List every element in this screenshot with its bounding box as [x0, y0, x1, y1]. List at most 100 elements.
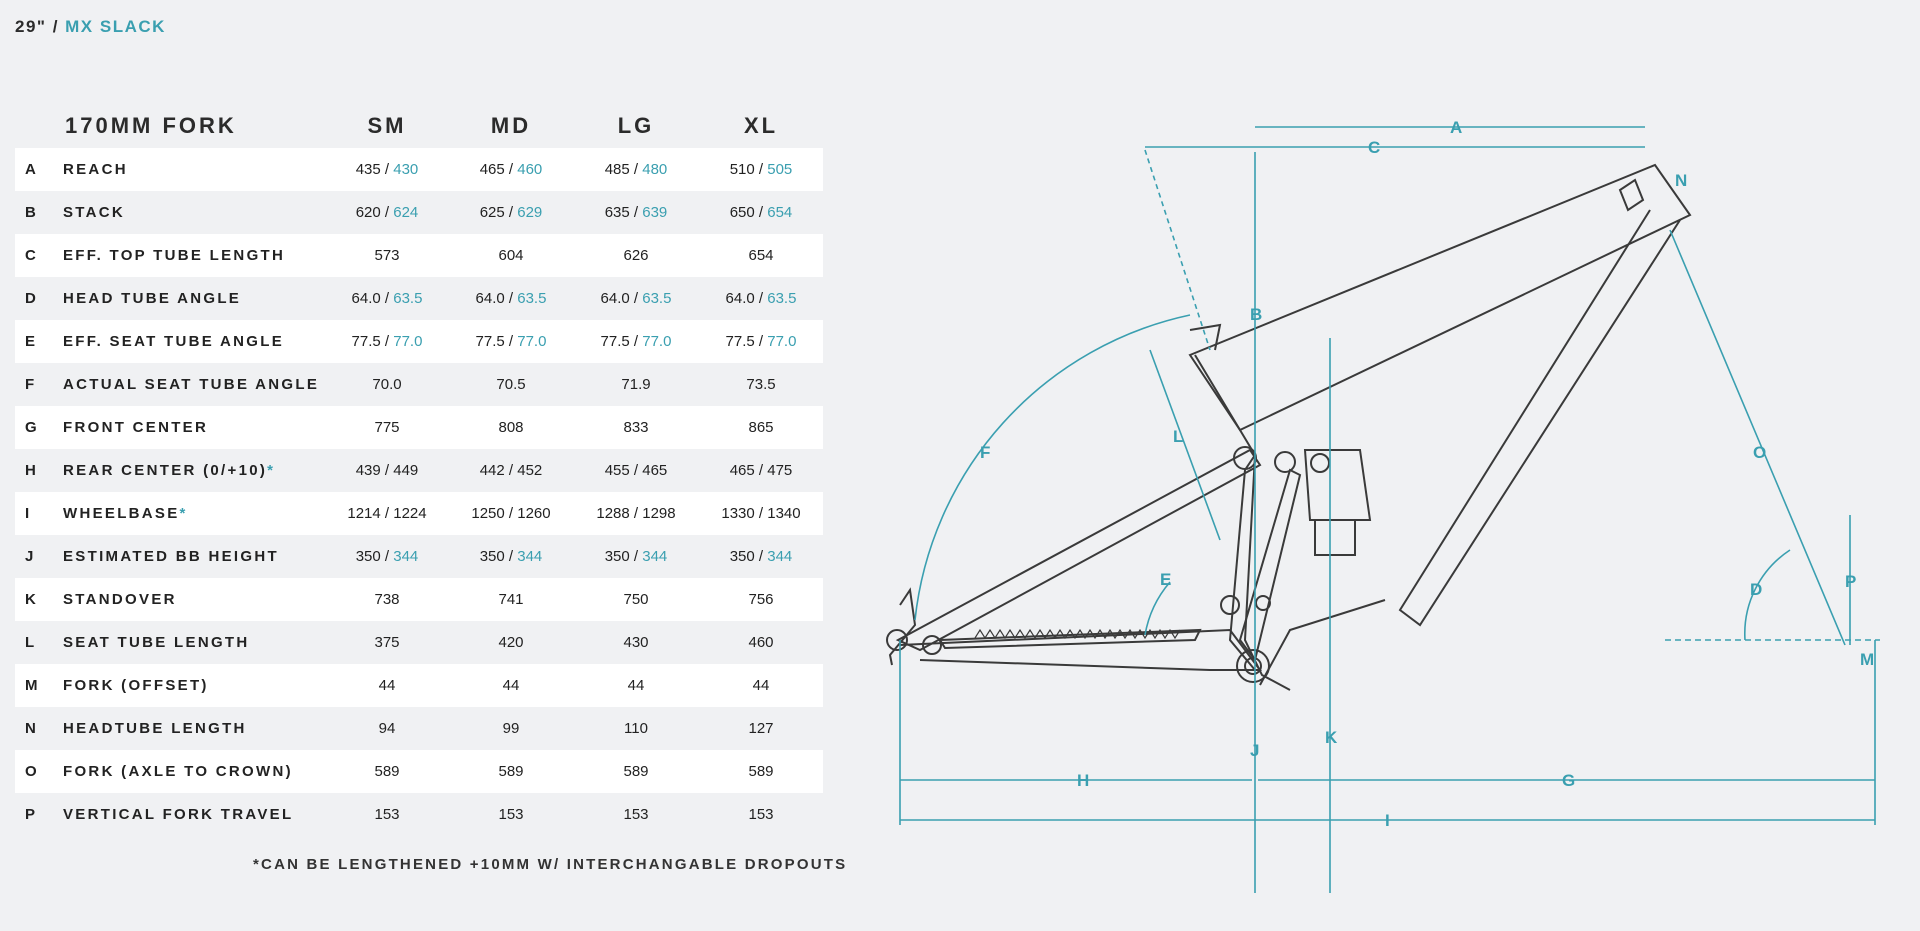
value-primary: 654 [748, 247, 774, 264]
size-value-cell: 1288 / 1298 [573, 492, 699, 535]
value-primary: 808 [498, 419, 524, 436]
dimension-labels: A B C D E F G H I J K L M N O P [980, 118, 1874, 830]
header-spacer [15, 104, 63, 148]
row-label-text: ESTIMATED BB HEIGHT [63, 548, 279, 565]
value-primary: 99 [502, 720, 520, 737]
row-label: HEAD TUBE ANGLE [63, 277, 325, 320]
value-primary: 1330 / 1340 [721, 505, 801, 522]
value-primary: 44 [752, 677, 770, 694]
value-primary: 70.0 [372, 376, 402, 393]
value-primary: 350 / [355, 548, 394, 565]
size-value-cell: 589 [699, 750, 823, 793]
value-primary: 64.0 / [475, 290, 518, 307]
value-alternate: 77.0 [642, 333, 672, 350]
size-value-cell: 153 [699, 793, 823, 836]
row-label-text: REAR CENTER (0/+10) [63, 462, 268, 479]
row-letter: J [25, 548, 34, 565]
value-primary: 94 [378, 720, 396, 737]
size-value-cell: 153 [573, 793, 699, 836]
dimension-label-o: O [1753, 443, 1766, 462]
value-primary: 589 [748, 763, 774, 780]
row-letter: L [25, 634, 35, 651]
size-value-cell: 650 / 654 [699, 191, 823, 234]
value-primary: 589 [374, 763, 400, 780]
size-value-cell: 110 [573, 707, 699, 750]
row-letter: E [15, 320, 63, 363]
value-primary: 604 [498, 247, 524, 264]
size-value-cell: 430 [573, 621, 699, 664]
value-primary: 64.0 / [600, 290, 643, 307]
value-primary: 635 / [604, 204, 643, 221]
value-primary: 77.5 / [725, 333, 768, 350]
value-primary: 77.5 / [475, 333, 518, 350]
row-label: ESTIMATED BB HEIGHT [63, 535, 325, 578]
value-primary: 127 [748, 720, 774, 737]
row-label: EFF. TOP TUBE LENGTH [63, 234, 325, 277]
size-value-cell: 350 / 344 [449, 535, 573, 578]
value-primary: 153 [374, 806, 400, 823]
table-header-row: 170MM FORK SM MD LG XL [15, 104, 823, 148]
value-primary: 44 [378, 677, 396, 694]
size-value-cell: 604 [449, 234, 573, 277]
row-label-text: EFF. TOP TUBE LENGTH [63, 247, 286, 264]
value-primary: 865 [748, 419, 774, 436]
value-alternate: 63.5 [393, 290, 423, 307]
row-label-text: FORK (AXLE TO CROWN) [63, 763, 293, 780]
value-alternate: 63.5 [642, 290, 672, 307]
size-value-cell: 44 [573, 664, 699, 707]
size-value-cell: 44 [325, 664, 449, 707]
value-primary: 1250 / 1260 [471, 505, 551, 522]
value-primary: 350 / [604, 548, 643, 565]
value-primary: 741 [498, 591, 524, 608]
size-value-cell: 70.5 [449, 363, 573, 406]
size-value-cell: 635 / 639 [573, 191, 699, 234]
size-header: XL [743, 113, 779, 138]
size-value-cell: 73.5 [699, 363, 823, 406]
dimension-label-i: I [1385, 811, 1390, 830]
value-primary: 460 [748, 634, 774, 651]
size-value-cell: 442 / 452 [449, 449, 573, 492]
size-value-cell: 99 [449, 707, 573, 750]
value-primary: 465 / [479, 161, 518, 178]
value-primary: 1214 / 1224 [347, 505, 427, 522]
value-primary: 465 / 475 [729, 462, 793, 479]
dimension-label-h: H [1077, 771, 1089, 790]
value-alternate: 505 [767, 161, 793, 178]
row-label-text: FORK (OFFSET) [63, 677, 209, 694]
value-alternate: 77.0 [767, 333, 797, 350]
row-label: WHEELBASE* [63, 492, 325, 535]
size-value-cell: 77.5 / 77.0 [699, 320, 823, 363]
dimension-label-a: A [1450, 118, 1462, 137]
value-primary: 435 / [355, 161, 394, 178]
bike-frame-diagram: A B C D E F G H I J K L M N O P [886, 118, 1880, 893]
value-primary: 775 [374, 419, 400, 436]
row-letter: B [25, 204, 36, 221]
size-value-cell: 153 [325, 793, 449, 836]
asterisk-note: * [267, 462, 276, 479]
value-primary: 650 / [729, 204, 768, 221]
row-letter: A [15, 148, 63, 191]
size-value-cell: 77.5 / 77.0 [573, 320, 699, 363]
row-label: STACK [63, 191, 325, 234]
value-alternate: 63.5 [767, 290, 797, 307]
value-primary: 589 [623, 763, 649, 780]
size-value-cell: 64.0 / 63.5 [325, 277, 449, 320]
size-value-cell: 94 [325, 707, 449, 750]
size-header: MD [490, 113, 532, 138]
size-value-cell: 350 / 344 [699, 535, 823, 578]
row-label: FORK (OFFSET) [63, 664, 325, 707]
row-label: EFF. SEAT TUBE ANGLE [63, 320, 325, 363]
row-letter: K [15, 578, 63, 621]
value-alternate: 77.0 [517, 333, 547, 350]
sawtooth-guard [974, 628, 1181, 640]
value-primary: 153 [748, 806, 774, 823]
